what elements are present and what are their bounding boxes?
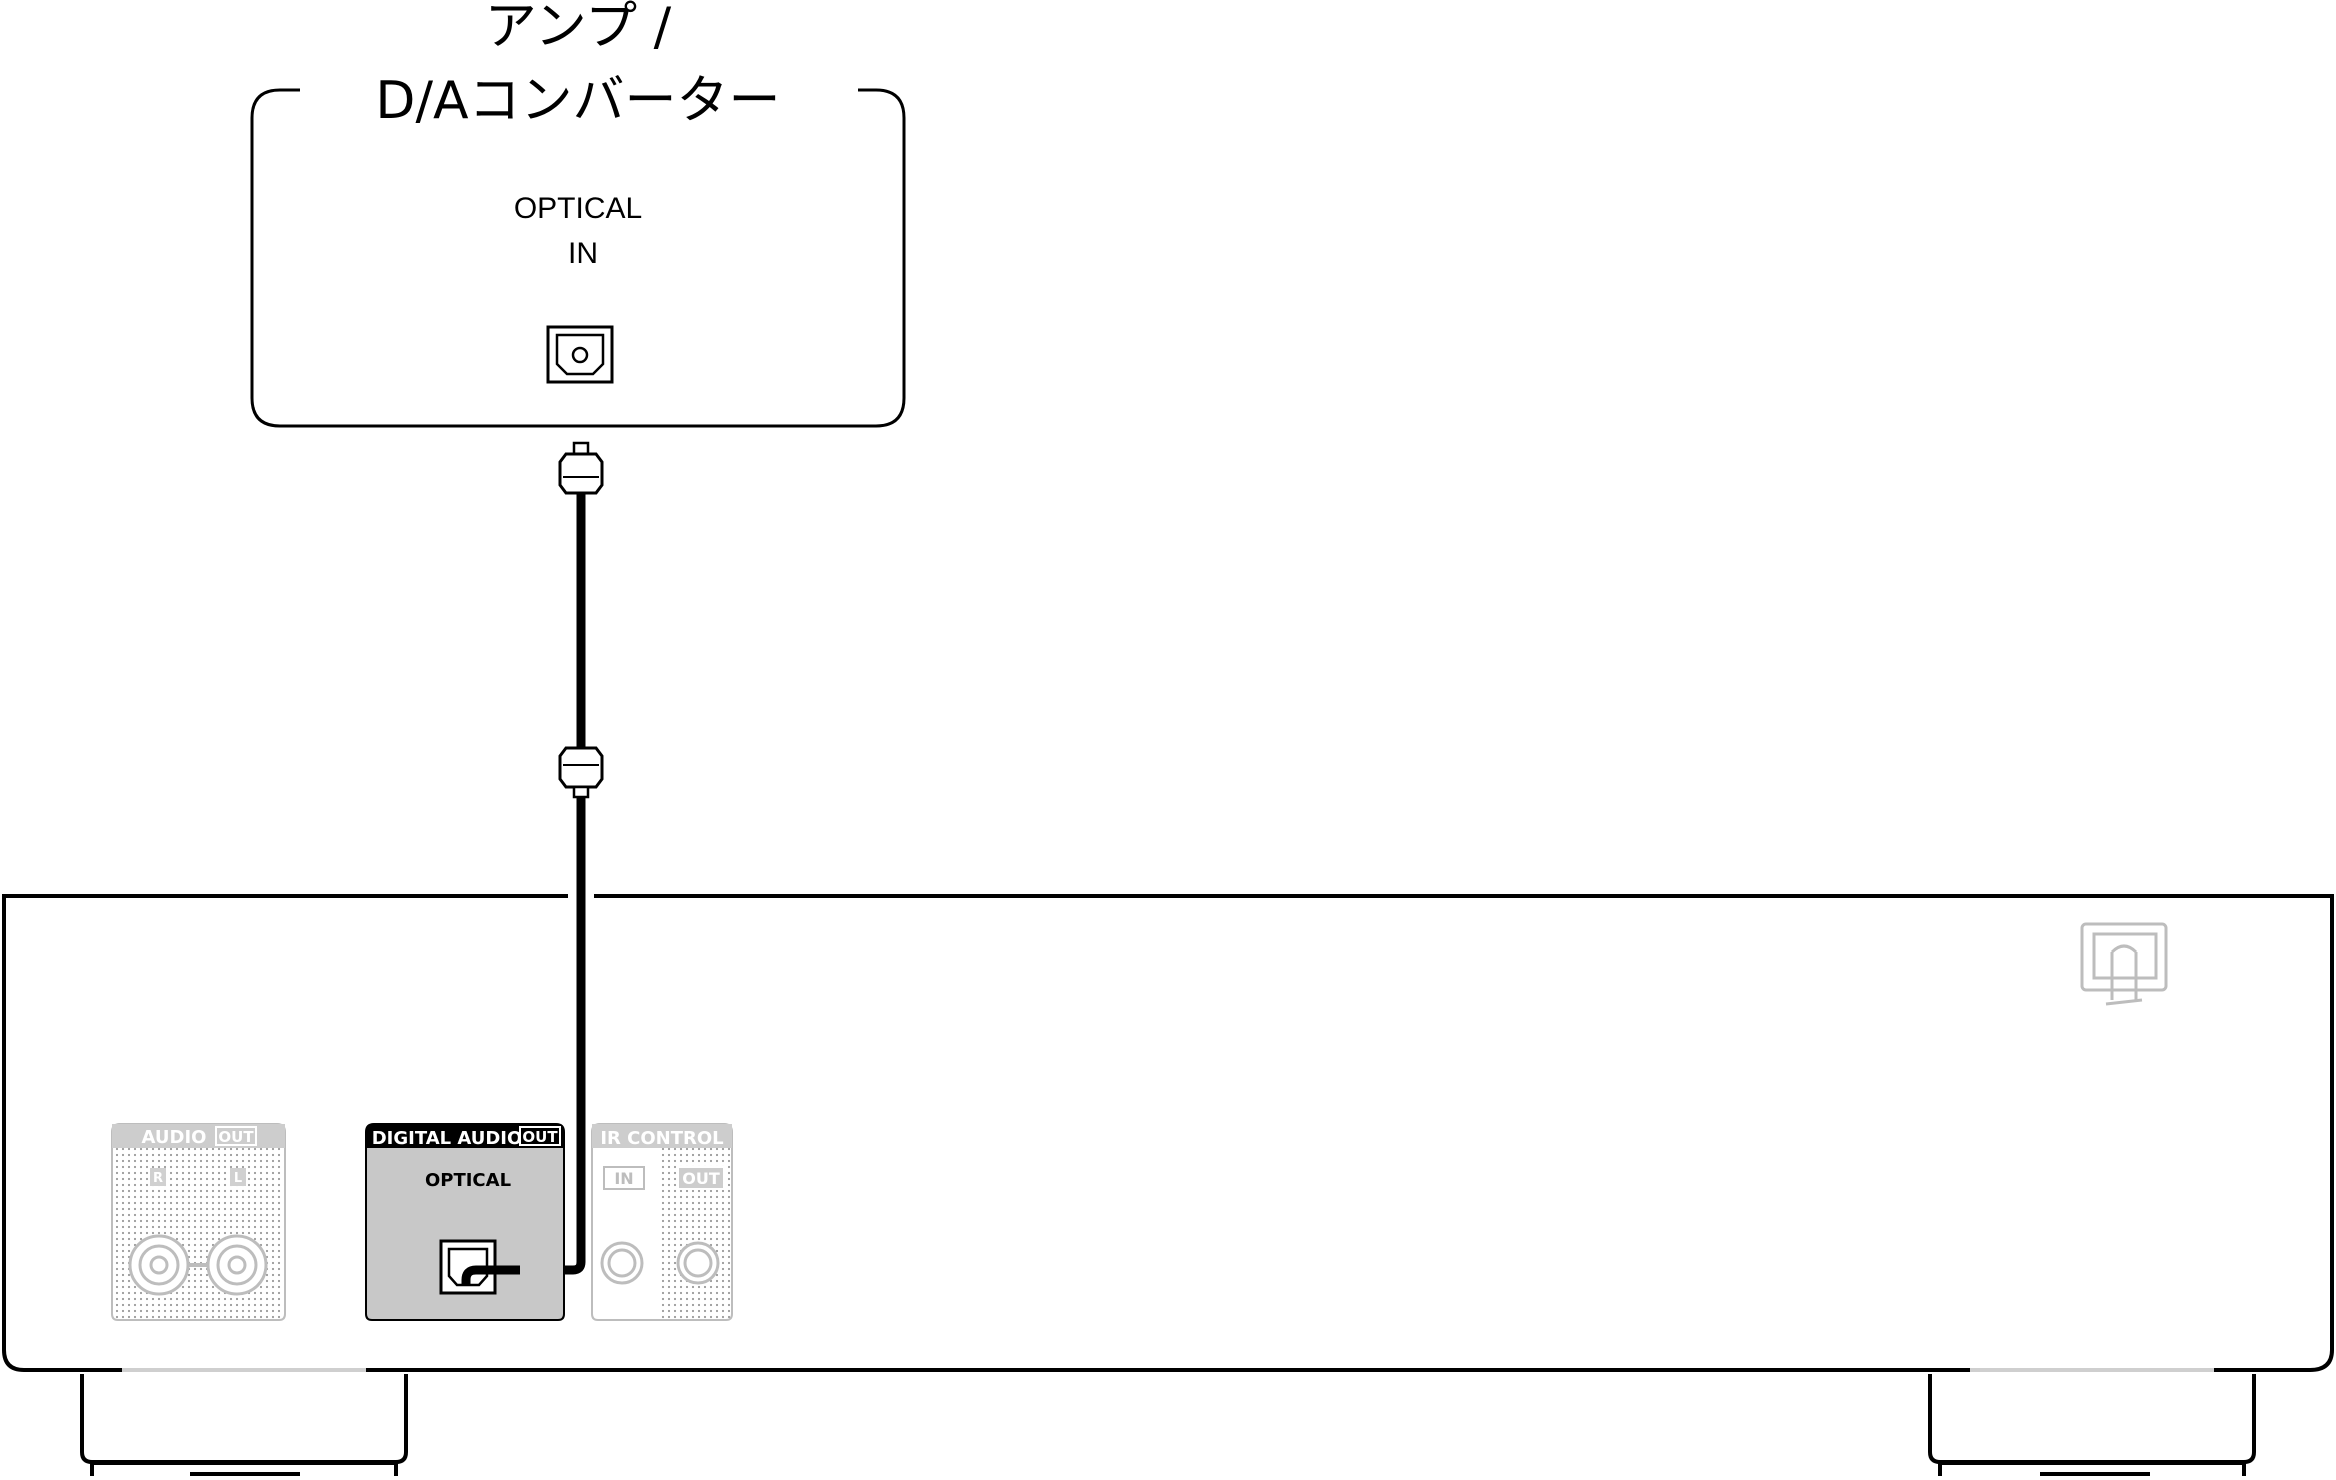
audio-out-header: AUDIO — [142, 1127, 207, 1148]
player-rear-panel: AUDIO OUT R L DIGITAL AUDIO — [2, 894, 2334, 1476]
audio-out-panel: AUDIO OUT R L — [111, 1123, 286, 1321]
optical-plug-icon — [558, 441, 604, 495]
digital-audio-header: DIGITAL AUDIO — [372, 1128, 523, 1149]
amp-port-label-line2: IN — [568, 237, 598, 270]
amp-title-line2: D/Aコンバーター — [375, 71, 780, 131]
optical-port-icon — [546, 325, 614, 384]
audio-out-right-label: R — [153, 1171, 163, 1186]
ir-out-label: OUT — [682, 1169, 720, 1188]
ir-in-label: IN — [614, 1169, 633, 1188]
right-foot — [1928, 1374, 2256, 1476]
ir-control-header: IR CONTROL — [600, 1128, 723, 1149]
ir-jack-icon — [600, 1241, 644, 1285]
digital-audio-badge: OUT — [522, 1128, 558, 1146]
ir-jack-icon — [676, 1241, 720, 1285]
audio-out-badge: OUT — [218, 1128, 254, 1146]
power-inlet-icon — [2080, 922, 2168, 1006]
digital-audio-out-panel: DIGITAL AUDIO OUT OPTICAL — [365, 1123, 565, 1321]
ir-control-panel: IR CONTROL IN OUT — [591, 1123, 733, 1321]
rca-jack-icon — [206, 1234, 268, 1296]
optical-plug-icon — [558, 746, 604, 799]
digital-audio-sub-label: OPTICAL — [425, 1170, 511, 1191]
rca-jack-icon — [128, 1234, 190, 1296]
player-body-outline — [2, 894, 2334, 1372]
audio-out-left-label: L — [234, 1171, 242, 1186]
amp-title-line1: アンプ / — [485, 0, 672, 57]
optical-cable — [470, 441, 604, 1275]
amp-dac-outline — [250, 88, 906, 428]
cable-lower — [470, 797, 586, 1275]
left-foot — [80, 1374, 408, 1476]
amp-dac-device: アンプ / D/Aコンバーター OPTICAL IN — [250, 0, 906, 428]
amp-port-label-line1: OPTICAL — [514, 192, 642, 225]
